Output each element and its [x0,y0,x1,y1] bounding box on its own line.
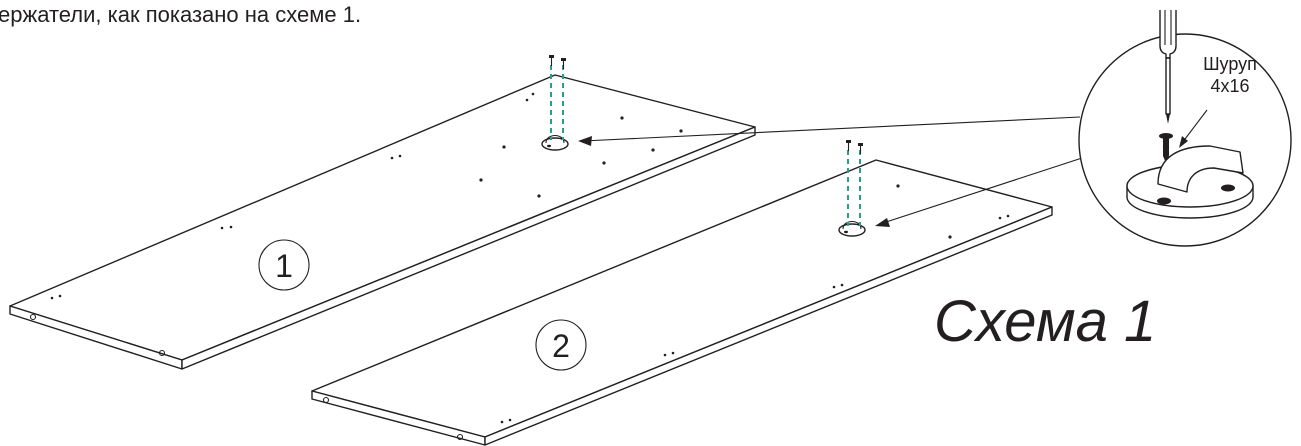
screw-icon [549,55,566,69]
label-leader [1181,109,1208,144]
panel-1-holes [29,92,683,357]
shelf-holder-icon [838,220,866,237]
panel-2-number: 2 [552,328,570,364]
shelf-holder-icon [541,134,569,151]
panel-1-side-edge [181,126,756,370]
panel-2-side-edge [484,206,1053,446]
screw-label: Шуруп [1203,54,1257,74]
scheme-title: Схема 1 [934,289,1157,354]
screw-size-label: 4x16 [1210,76,1249,96]
panel-2-number-circle [535,319,587,371]
detail-callout: Шуруп 4x16 [1078,10,1292,247]
screwdriver-icon [1159,10,1177,124]
screw-axis-lines [550,65,564,140]
panel-2: 2 [311,140,1053,446]
panel-1-number: 1 [275,248,293,284]
screw-icon [846,140,863,154]
panel-1-number-circle [258,239,310,291]
callout-leader-lines [578,116,1083,227]
instruction-text: ержатели, как показано на схеме 1. [0,2,362,27]
panel-1: 1 [9,55,756,370]
shelf-holder-icon [1126,145,1254,219]
panel-2-holes [322,184,1010,441]
screw-axis-lines [847,150,861,226]
